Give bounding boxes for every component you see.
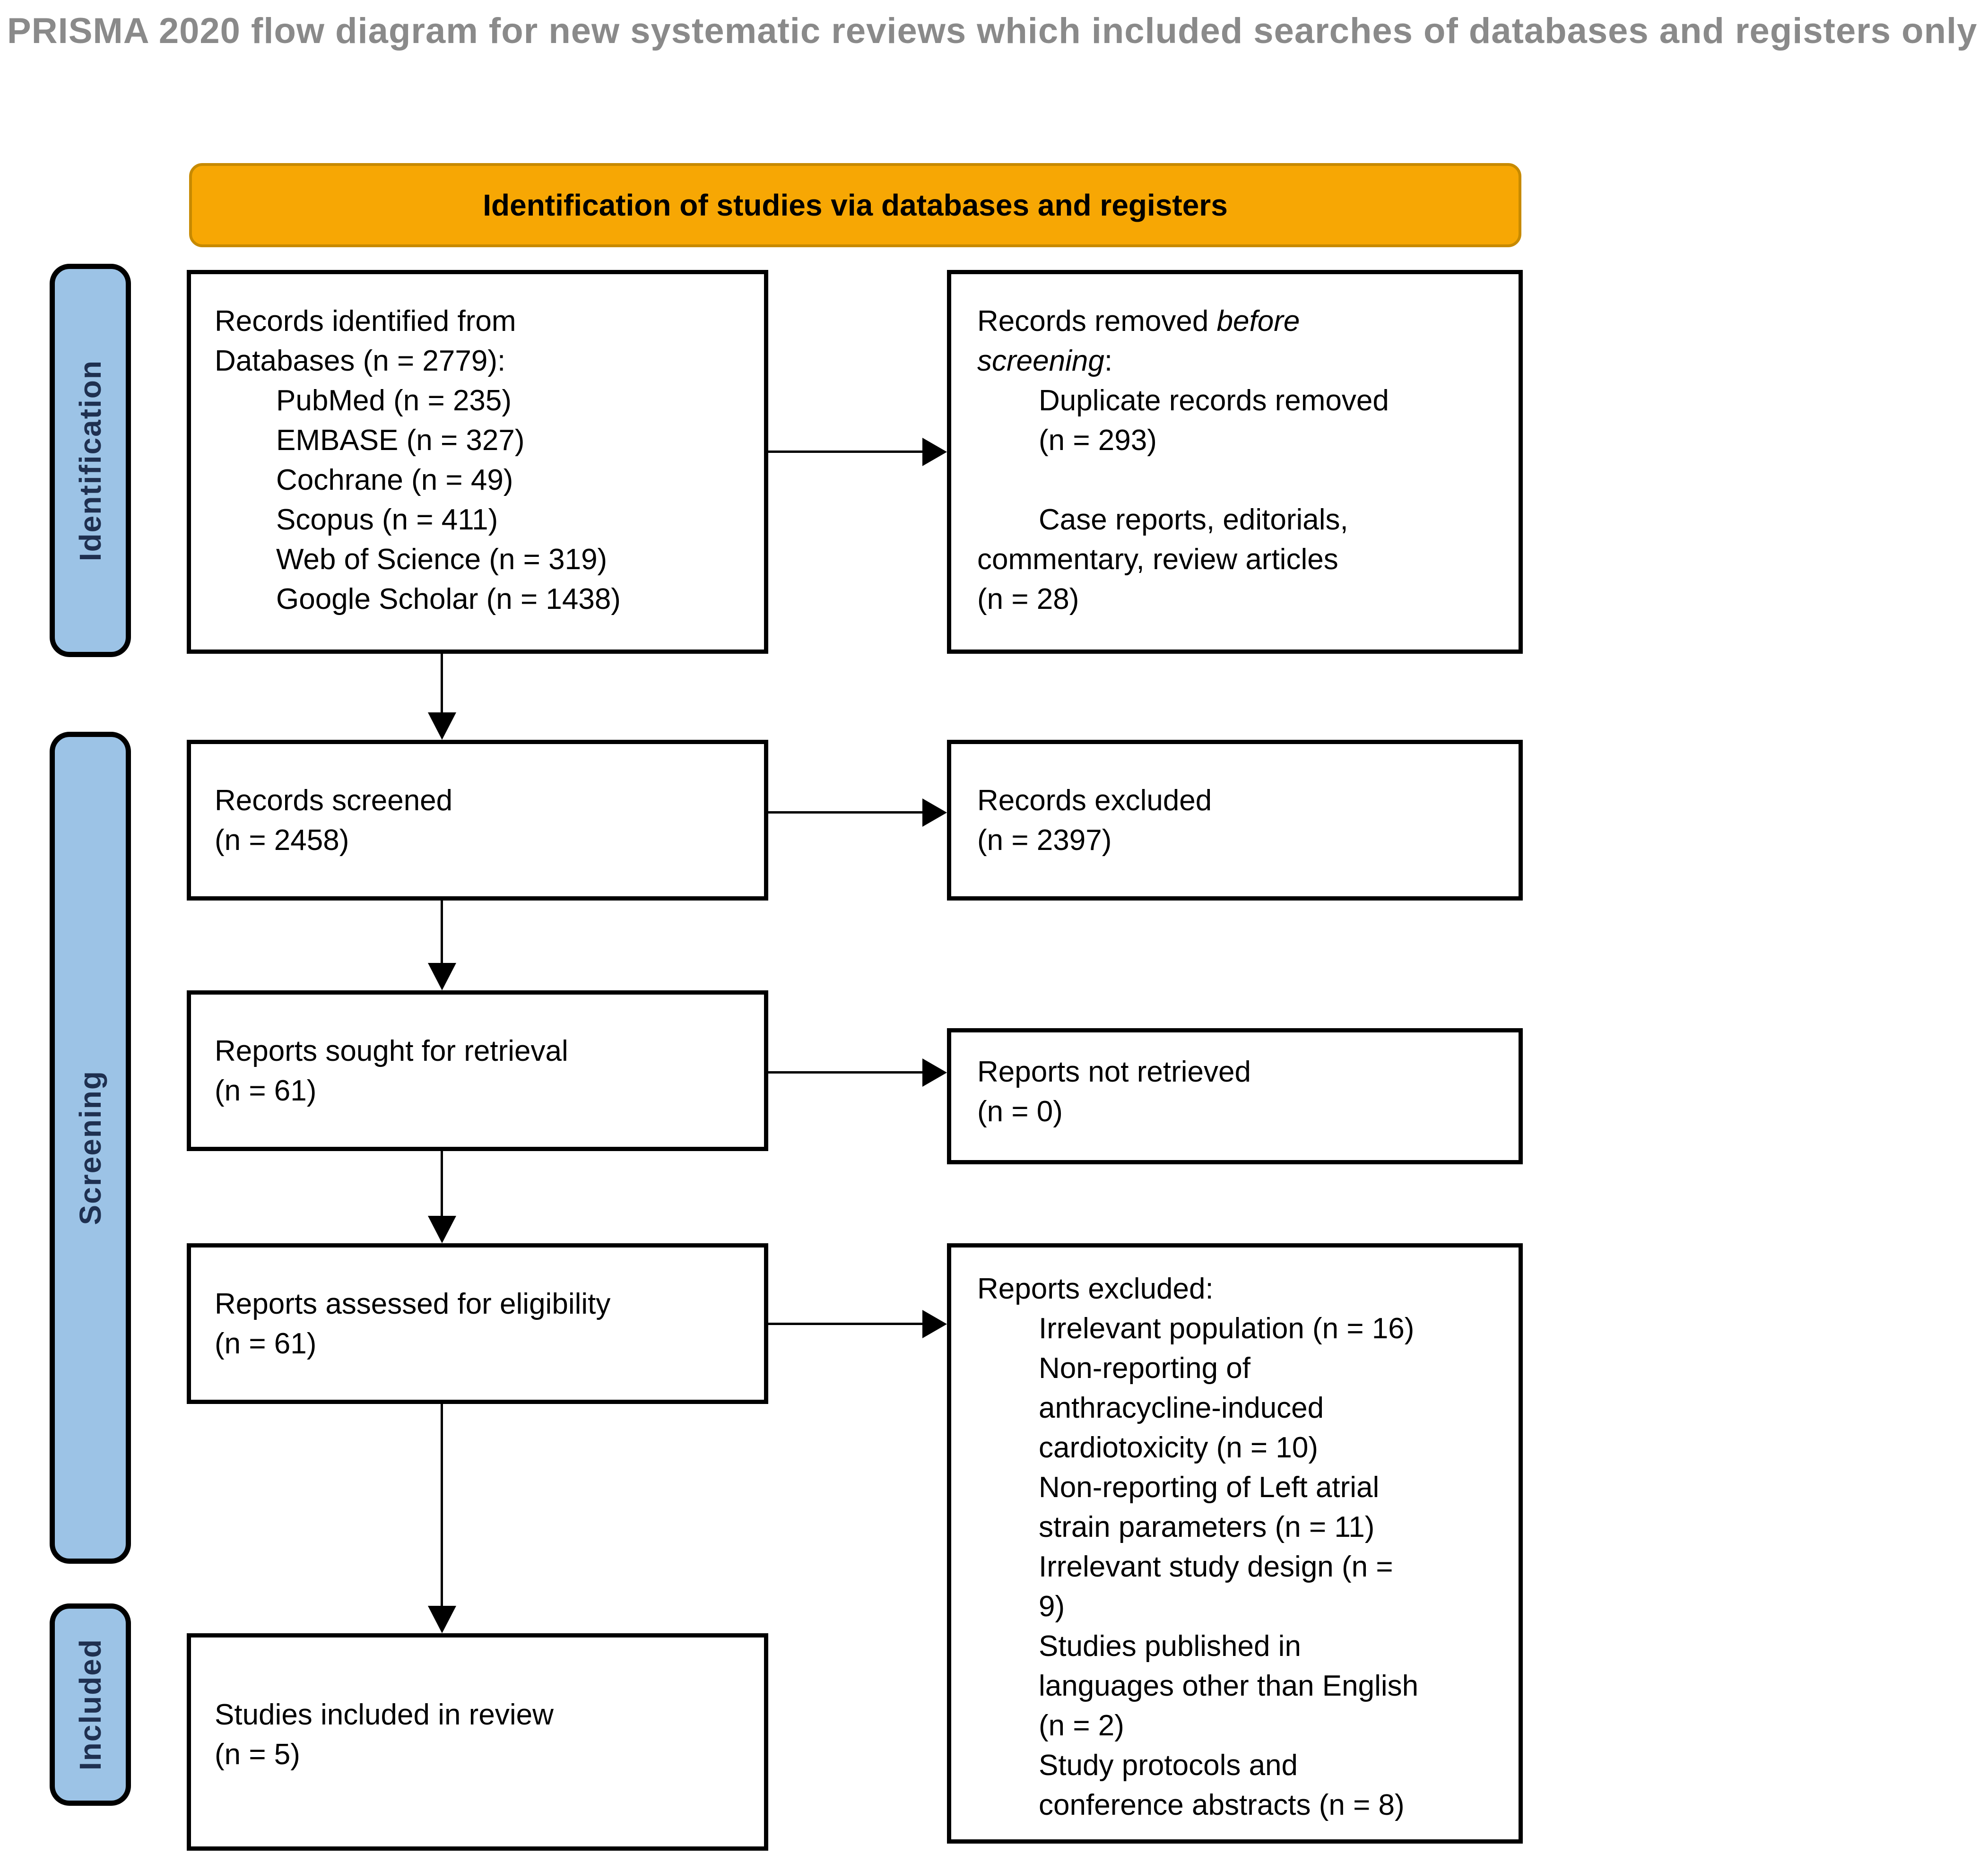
- box-text-line: Case reports, editorials,: [1039, 503, 1348, 536]
- box-text-line: (n = 0): [977, 1095, 1063, 1128]
- box-records-screened: Records screened (n = 2458): [187, 740, 768, 901]
- arrow-identified-to-removed: [768, 451, 923, 453]
- box-text-line: anthracycline-induced: [1039, 1392, 1324, 1424]
- box-reports-assessed-for-eligibility: Reports assessed for eligibility (n = 61): [187, 1243, 768, 1404]
- box-text-line: Duplicate records removed: [1039, 384, 1389, 417]
- box-text-line: (n = 2397): [977, 824, 1112, 857]
- arrow-identified-to-screened: [441, 654, 443, 713]
- box-records-removed-before-screening: Records removed before screening: Duplicat…: [947, 270, 1523, 654]
- box-text-line: EMBASE (n = 327): [276, 424, 525, 457]
- page-title: PRISMA 2020 flow diagram for new systema…: [7, 11, 1978, 51]
- box-text-line: Studies published in: [1039, 1630, 1301, 1663]
- box-text-line: Web of Science (n = 319): [276, 543, 608, 576]
- box-text-line: screening:: [977, 345, 1113, 377]
- box-text-line: [977, 460, 1504, 500]
- arrow-sought-to-assessed: [441, 1151, 443, 1217]
- box-text-line: Non-reporting of: [1039, 1352, 1251, 1385]
- box-text-line: Study protocols and: [1039, 1749, 1298, 1782]
- box-reports-excluded: Reports excluded: Irrelevant population (…: [947, 1243, 1523, 1844]
- sidebar-stage-screening-label: Screening: [73, 1070, 107, 1225]
- box-text-line: Records screened: [215, 784, 453, 817]
- box-text-line: (n = 293): [1039, 424, 1157, 457]
- box-text-line: Studies included in review: [215, 1698, 554, 1731]
- box-text-line: Records identified from: [215, 305, 516, 338]
- box-text-line: (n = 2): [1039, 1709, 1124, 1742]
- box-text-line: Non-reporting of Left atrial: [1039, 1471, 1380, 1504]
- sidebar-stage-identification: Identification: [50, 264, 131, 657]
- arrow-screened-to-excluded: [768, 811, 923, 814]
- box-text-line: Reports excluded:: [977, 1273, 1214, 1305]
- box-text-line: (n = 28): [977, 583, 1079, 615]
- box-text-line: Scopus (n = 411): [276, 503, 498, 536]
- arrow-assessed-to-reports-excluded: [768, 1323, 923, 1325]
- box-text-line: Reports sought for retrieval: [215, 1035, 568, 1067]
- box-text-line: PubMed (n = 235): [276, 384, 512, 417]
- box-text-line: Records removed before: [977, 305, 1300, 338]
- box-text-line: (n = 2458): [215, 824, 349, 857]
- sidebar-stage-identification-label: Identification: [73, 359, 107, 562]
- box-text-line: Irrelevant study design (n =: [1039, 1551, 1393, 1583]
- box-text-line: strain parameters (n = 11): [1039, 1511, 1375, 1543]
- arrow-screened-to-sought: [441, 901, 443, 964]
- box-text-line: Cochrane (n = 49): [276, 464, 513, 496]
- box-text-line: Records excluded: [977, 784, 1212, 817]
- sidebar-stage-screening: Screening: [50, 732, 131, 1564]
- arrow-assessed-to-included: [441, 1404, 443, 1607]
- box-text-line: (n = 5): [215, 1738, 300, 1771]
- box-reports-not-retrieved: Reports not retrieved (n = 0): [947, 1028, 1523, 1164]
- arrow-sought-to-not-retrieved: [768, 1071, 923, 1074]
- sidebar-stage-included-label: Included: [73, 1638, 107, 1771]
- box-text-line: Reports not retrieved: [977, 1056, 1251, 1088]
- box-text-line: Databases (n = 2779):: [215, 345, 506, 377]
- box-text-line: cardiotoxicity (n = 10): [1039, 1431, 1318, 1464]
- banner-label: Identification of studies via databases …: [483, 188, 1228, 222]
- box-text-line: Irrelevant population (n = 16): [1039, 1312, 1415, 1345]
- box-text-line: 9): [1039, 1590, 1065, 1623]
- box-text-line: conference abstracts (n = 8): [1039, 1789, 1405, 1821]
- box-reports-sought-for-retrieval: Reports sought for retrieval (n = 61): [187, 990, 768, 1151]
- box-records-excluded: Records excluded (n = 2397): [947, 740, 1523, 901]
- box-text-line: languages other than English: [1039, 1670, 1419, 1702]
- sidebar-stage-included: Included: [50, 1603, 131, 1806]
- box-text-line: Reports assessed for eligibility: [215, 1288, 611, 1320]
- box-text-line: Google Scholar (n = 1438): [276, 583, 621, 615]
- box-text-line: (n = 61): [215, 1327, 317, 1360]
- box-text-line: (n = 61): [215, 1074, 317, 1107]
- box-text-line: commentary, review articles: [977, 543, 1338, 576]
- banner-identification-of-studies: Identification of studies via databases …: [189, 163, 1521, 247]
- box-studies-included-in-review: Studies included in review (n = 5): [187, 1633, 768, 1851]
